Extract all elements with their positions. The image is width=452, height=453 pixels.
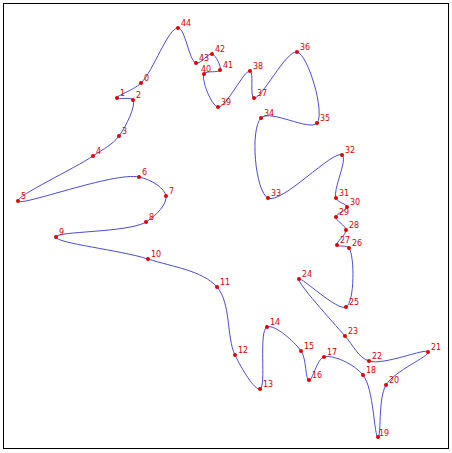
- point-number: 31: [339, 189, 349, 198]
- point-number: 1: [120, 89, 125, 98]
- point-number: 38: [253, 62, 263, 71]
- point-number: 8: [149, 213, 154, 222]
- point-marker: [265, 325, 269, 329]
- point-number: 44: [181, 19, 191, 28]
- point-number: 4: [96, 147, 101, 156]
- point-marker: [340, 153, 344, 157]
- point-number: 2: [136, 91, 141, 100]
- point-number: 22: [372, 352, 382, 361]
- point-marker: [16, 199, 20, 203]
- point-marker: [307, 378, 311, 382]
- point-marker: [252, 96, 256, 100]
- point-number: 25: [349, 298, 359, 307]
- point-number: 29: [339, 208, 349, 217]
- point-number: 40: [201, 65, 211, 74]
- point-number: 20: [389, 376, 399, 385]
- point-number: 41: [223, 61, 233, 70]
- point-marker: [343, 334, 347, 338]
- point-marker: [176, 26, 180, 30]
- point-number: 42: [215, 45, 225, 54]
- point-number: 9: [59, 228, 64, 237]
- point-number: 26: [352, 239, 362, 248]
- point-number: 7: [169, 187, 174, 196]
- point-number: 33: [271, 189, 281, 198]
- point-number: 36: [300, 43, 310, 52]
- point-marker: [295, 50, 299, 54]
- point-marker: [115, 96, 119, 100]
- point-number: 14: [270, 318, 280, 327]
- point-number: 13: [263, 380, 273, 389]
- point-marker: [91, 154, 95, 158]
- point-number: 15: [304, 342, 314, 351]
- point-marker: [322, 355, 326, 359]
- point-number: 32: [345, 146, 355, 155]
- point-marker: [361, 373, 365, 377]
- point-number: 28: [349, 221, 359, 230]
- point-number: 0: [144, 74, 149, 83]
- point-marker: [335, 243, 339, 247]
- point-marker: [334, 196, 338, 200]
- point-number: 18: [366, 366, 376, 375]
- point-marker: [315, 121, 319, 125]
- point-marker: [384, 383, 388, 387]
- point-group: [16, 26, 430, 439]
- point-marker: [299, 349, 303, 353]
- point-number: 21: [431, 343, 441, 352]
- point-marker: [334, 215, 338, 219]
- point-number: 43: [199, 54, 209, 63]
- point-number: 23: [348, 327, 358, 336]
- point-number: 24: [302, 270, 312, 279]
- point-marker: [117, 134, 121, 138]
- point-marker: [215, 285, 219, 289]
- point-marker: [344, 305, 348, 309]
- point-marker: [146, 257, 150, 261]
- point-number: 12: [238, 346, 248, 355]
- point-marker: [54, 235, 58, 239]
- point-number: 16: [312, 371, 322, 380]
- point-marker: [344, 228, 348, 232]
- point-number: 35: [320, 114, 330, 123]
- contour-group: [18, 28, 428, 437]
- point-number: 19: [379, 429, 389, 438]
- point-marker: [266, 196, 270, 200]
- point-marker: [194, 61, 198, 65]
- point-marker: [367, 359, 371, 363]
- point-number: 34: [264, 109, 274, 118]
- contour-line: [18, 28, 428, 437]
- point-number: 3: [122, 127, 127, 136]
- point-marker: [347, 246, 351, 250]
- point-marker: [137, 175, 141, 179]
- point-number: 17: [327, 348, 337, 357]
- point-marker: [131, 98, 135, 102]
- point-number: 10: [151, 250, 161, 259]
- point-number: 27: [340, 236, 350, 245]
- point-marker: [164, 194, 168, 198]
- frame: [4, 4, 449, 449]
- point-marker: [139, 81, 143, 85]
- point-number: 11: [220, 278, 230, 287]
- point-marker: [248, 69, 252, 73]
- point-number: 6: [142, 168, 147, 177]
- point-marker: [426, 350, 430, 354]
- point-marker: [297, 277, 301, 281]
- point-number: 37: [257, 89, 267, 98]
- point-marker: [258, 387, 262, 391]
- point-marker: [210, 52, 214, 56]
- point-marker: [259, 116, 263, 120]
- point-marker: [233, 353, 237, 357]
- point-number: 5: [21, 192, 26, 201]
- point-marker: [144, 220, 148, 224]
- point-marker: [216, 105, 220, 109]
- point-marker: [218, 68, 222, 72]
- point-number: 39: [221, 98, 231, 107]
- point-number: 30: [350, 198, 360, 207]
